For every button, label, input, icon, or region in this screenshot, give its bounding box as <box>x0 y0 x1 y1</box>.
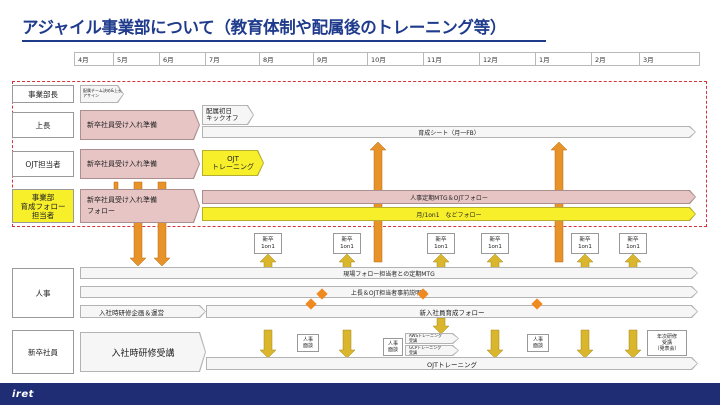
month-may: 5月 <box>114 52 160 66</box>
ojt-training-bar: OJT トレーニング <box>202 150 264 176</box>
edu-prep-label: 新卒社員受け入れ準備 フォロー <box>81 190 199 222</box>
annual-training-box: 年次研修 受講 （発表会） <box>647 330 687 356</box>
month-jul: 7月 <box>206 52 260 66</box>
up-arrow-1on1-oct <box>338 253 356 269</box>
month-feb: 2月 <box>592 52 640 66</box>
hr-meeting-bar: 人事定期MTG＆OJTフォロー <box>202 190 696 204</box>
monthly-1on1-label: 月/1on1 などフォロー <box>203 208 695 220</box>
kickoff-label: 配属初日 キックオフ <box>203 106 253 124</box>
training-label: 入社時研修受講 <box>81 333 205 371</box>
oneonone-box-dec: 新卒 1on1 <box>481 233 509 254</box>
gcp-training-label: GCPトレーニング 受講 <box>406 346 458 355</box>
gcp-training-bar: GCPトレーニング 受講 <box>405 345 459 356</box>
boss-prep-bar: 新卒社員受け入れ準備 <box>80 110 200 140</box>
down-arrow-nh-mar <box>624 329 642 359</box>
role-hr: 人事 <box>12 268 74 318</box>
month-dec: 12月 <box>480 52 536 66</box>
month-apr: 4月 <box>74 52 114 66</box>
hr-interview-box-3: 人事 面談 <box>527 334 549 352</box>
role-edu-follow: 事業部 育成フォロー 担当者 <box>12 189 74 223</box>
up-arrow-1on1-dec <box>486 253 504 269</box>
up-arrow-1on1-mar <box>624 253 642 269</box>
planning-label: 入社時研修企画＆運営 <box>81 306 205 317</box>
followup-label: 新入社員育成フォロー <box>207 306 697 317</box>
aws-training-bar: AWSトレーニング 受講 <box>405 333 459 344</box>
role-ojt: OJT担当者 <box>12 151 74 177</box>
kickoff-bar: 配属初日 キックオフ <box>202 105 254 125</box>
planning-bar: 入社時研修企画＆運営 <box>80 305 206 318</box>
down-arrow-nh-aug <box>259 329 277 359</box>
briefing-bar: 上長＆OJT担当者事前説明会 <box>80 286 698 298</box>
oneonone-box-mar: 新卒 1on1 <box>619 233 647 254</box>
training-bar: 入社時研修受講 <box>80 332 206 372</box>
ojt-prep-label: 新卒社員受け入れ準備 <box>81 150 199 178</box>
monthly-1on1-bar: 月/1on1 などフォロー <box>202 207 696 221</box>
up-arrow-1on1-aug <box>259 253 277 269</box>
growth-sheet-label: 育成シート（月一FB） <box>203 127 695 137</box>
up-arrow-1on1-feb <box>576 253 594 269</box>
month-sep: 9月 <box>314 52 368 66</box>
up-arrow-1on1-nov <box>432 253 450 269</box>
month-jan: 1月 <box>536 52 592 66</box>
page-title: アジャイル事業部について（教育体制や配属後のトレーニング等） <box>22 18 507 37</box>
month-mar: 3月 <box>640 52 700 66</box>
ojt-training-row-bar: OJTトレーニング <box>206 357 698 370</box>
ojt-training-label: OJT トレーニング <box>203 151 263 175</box>
briefing-label: 上長＆OJT担当者事前説明会 <box>81 287 697 297</box>
month-aug: 8月 <box>260 52 314 66</box>
hr-meeting-label: 人事定期MTG＆OJTフォロー <box>203 191 695 203</box>
growth-sheet-bar: 育成シート（月一FB） <box>202 126 696 138</box>
down-arrow-nh-feb <box>576 329 594 359</box>
role-boss: 上長 <box>12 112 74 138</box>
month-jun: 6月 <box>160 52 206 66</box>
down-arrow-nh-dec <box>486 329 504 359</box>
iret-logo: iret <box>12 389 34 400</box>
oneonone-box-oct: 新卒 1on1 <box>333 233 361 254</box>
ojt-prep-bar: 新卒社員受け入れ準備 <box>80 149 200 179</box>
role-manager: 事業部長 <box>12 85 74 103</box>
followup-bar: 新入社員育成フォロー <box>206 305 698 318</box>
footer-bar <box>0 383 720 405</box>
oneonone-box-feb: 新卒 1on1 <box>571 233 599 254</box>
down-arrow-nh-nov <box>432 317 450 335</box>
regular-mtg-bar: 現場フォロー担当者との定期MTG <box>80 267 698 279</box>
manager-task-text: 配属チーム決め&上長アサイン <box>81 86 123 102</box>
regular-mtg-label: 現場フォロー担当者との定期MTG <box>81 268 697 278</box>
aws-training-label: AWSトレーニング 受講 <box>406 334 458 343</box>
hr-interview-box-1: 人事 面談 <box>297 334 319 352</box>
edu-prep-bar: 新卒社員受け入れ準備 フォロー <box>80 189 200 223</box>
ojt-training-row-label: OJTトレーニング <box>207 358 697 369</box>
month-oct: 10月 <box>368 52 424 66</box>
oneonone-box-nov: 新卒 1on1 <box>427 233 455 254</box>
down-arrow-nh-oct <box>338 329 356 359</box>
role-new-hire: 新卒社員 <box>12 330 74 374</box>
boss-prep-label: 新卒社員受け入れ準備 <box>81 111 199 139</box>
title-underline <box>22 40 546 42</box>
manager-task-bar: 配属チーム決め&上長アサイン <box>80 85 124 103</box>
oneonone-box-aug: 新卒 1on1 <box>254 233 282 254</box>
hr-interview-box-2: 人事 面談 <box>383 338 403 356</box>
month-nov: 11月 <box>424 52 480 66</box>
